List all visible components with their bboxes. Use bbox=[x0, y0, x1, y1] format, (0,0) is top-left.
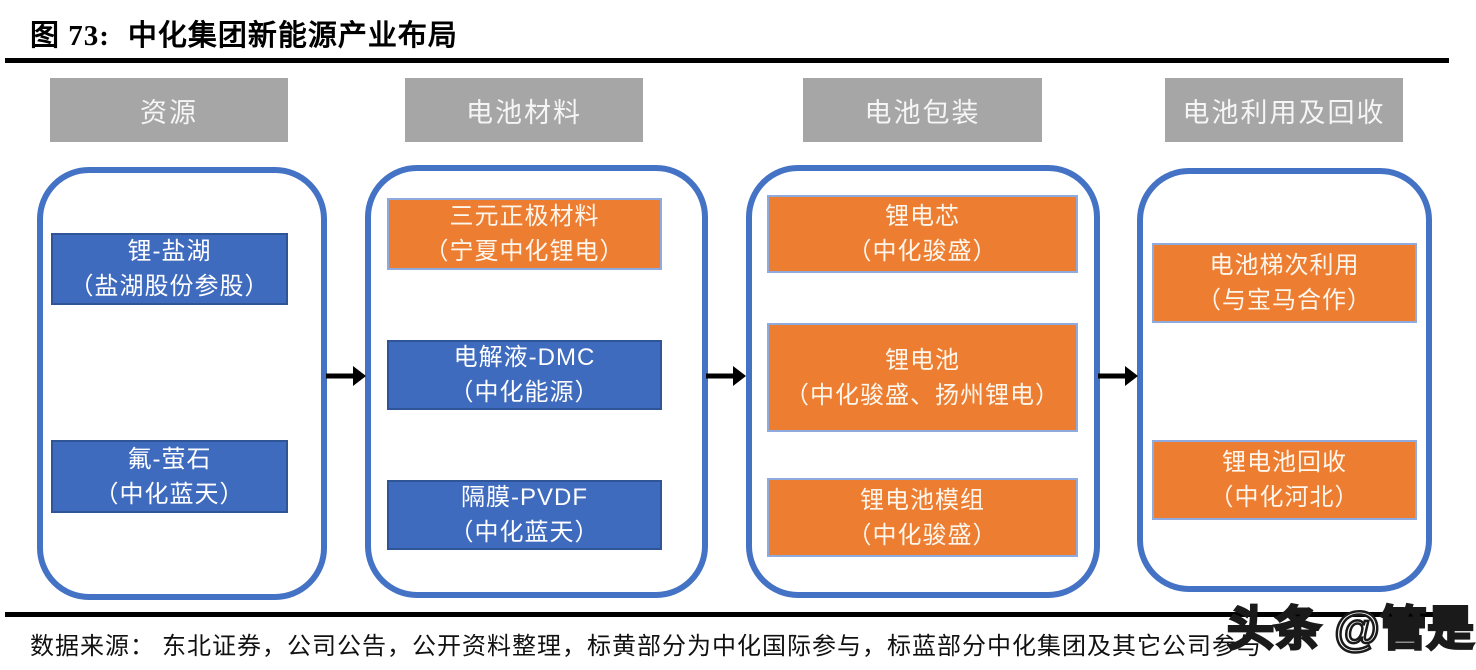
node-line1: 锂电芯 bbox=[885, 203, 960, 230]
node-line2: （宁夏中化锂电） bbox=[424, 238, 625, 265]
group-battery-reuse-recycling: 电池梯次利用 （与宝马合作） 锂电池回收 （中化河北） bbox=[1137, 168, 1432, 592]
node-line2: （中化河北） bbox=[1209, 484, 1360, 511]
node-line2: （与宝马合作） bbox=[1197, 287, 1372, 314]
node-line2: （中化骏盛、扬州锂电） bbox=[785, 381, 1060, 409]
column-header-resources: 资源 bbox=[50, 78, 288, 142]
node-lithium-battery-recycling: 锂电池回收 （中化河北） bbox=[1152, 440, 1417, 520]
node-battery-echelon-utilization: 电池梯次利用 （与宝马合作） bbox=[1152, 243, 1417, 323]
node-line1: 锂电池 bbox=[885, 346, 960, 374]
column-header-battery-packaging: 电池包装 bbox=[803, 78, 1042, 142]
node-line2: （中化骏盛） bbox=[847, 238, 998, 265]
node-line2: （中化蓝天） bbox=[94, 480, 245, 508]
node-line1: 三元正极材料 bbox=[449, 203, 600, 230]
figure-title: 图 73: 中化集团新能源产业布局 bbox=[30, 12, 458, 54]
node-line1: 锂-盐湖 bbox=[127, 238, 212, 265]
node-line1: 隔膜-PVDF bbox=[461, 484, 588, 511]
watermark-toutiao: 头条 @管是 bbox=[1226, 601, 1475, 656]
node-ternary-cathode-material: 三元正极材料 （宁夏中化锂电） bbox=[387, 198, 662, 270]
node-line1: 锂电池回收 bbox=[1222, 449, 1347, 476]
right-arrow-icon-3 bbox=[1098, 366, 1138, 386]
node-line1: 电池梯次利用 bbox=[1209, 252, 1360, 279]
node-line2: （盐湖股份参股） bbox=[69, 273, 270, 300]
group-battery-materials: 三元正极材料 （宁夏中化锂电） 电解液-DMC （中化能源） 隔膜-PVDF （… bbox=[365, 165, 708, 598]
node-line1: 锂电池模组 bbox=[860, 486, 985, 514]
figure-number-label: 图 73: bbox=[30, 20, 110, 52]
right-arrow-icon-1 bbox=[326, 366, 366, 386]
node-line2: （中化蓝天） bbox=[449, 519, 600, 546]
bottom-divider-rule bbox=[5, 612, 1449, 617]
node-line2: （中化能源） bbox=[449, 379, 600, 406]
node-line2: （中化骏盛） bbox=[847, 521, 998, 549]
figure-title-text: 中化集团新能源产业布局 bbox=[127, 20, 458, 52]
node-lithium-battery-cell: 锂电芯 （中化骏盛） bbox=[767, 195, 1078, 273]
column-header-battery-reuse-recycling: 电池利用及回收 bbox=[1165, 78, 1403, 142]
node-separator-pvdf: 隔膜-PVDF （中化蓝天） bbox=[387, 480, 662, 550]
node-line1: 电解液-DMC bbox=[453, 344, 596, 371]
node-lithium-salt-lake: 锂-盐湖 （盐湖股份参股） bbox=[51, 233, 288, 305]
top-divider-rule bbox=[5, 58, 1449, 63]
node-line1: 氟-萤石 bbox=[127, 445, 212, 473]
column-header-battery-materials: 电池材料 bbox=[405, 78, 643, 142]
group-resources: 锂-盐湖 （盐湖股份参股） 氟-萤石 （中化蓝天） bbox=[37, 167, 327, 600]
node-electrolyte-dmc: 电解液-DMC （中化能源） bbox=[387, 340, 662, 410]
right-arrow-icon-2 bbox=[706, 366, 746, 386]
group-battery-packaging: 锂电芯 （中化骏盛） 锂电池 （中化骏盛、扬州锂电） 锂电池模组 （中化骏盛） bbox=[746, 165, 1100, 598]
node-lithium-battery-module: 锂电池模组 （中化骏盛） bbox=[767, 478, 1078, 557]
node-lithium-battery: 锂电池 （中化骏盛、扬州锂电） bbox=[767, 323, 1078, 432]
node-fluorine-fluorite: 氟-萤石 （中化蓝天） bbox=[51, 440, 288, 513]
source-note: 数据来源： 东北证券，公司公告，公开资料整理，标黄部分为中化国际参与，标蓝部分中… bbox=[30, 634, 1262, 660]
